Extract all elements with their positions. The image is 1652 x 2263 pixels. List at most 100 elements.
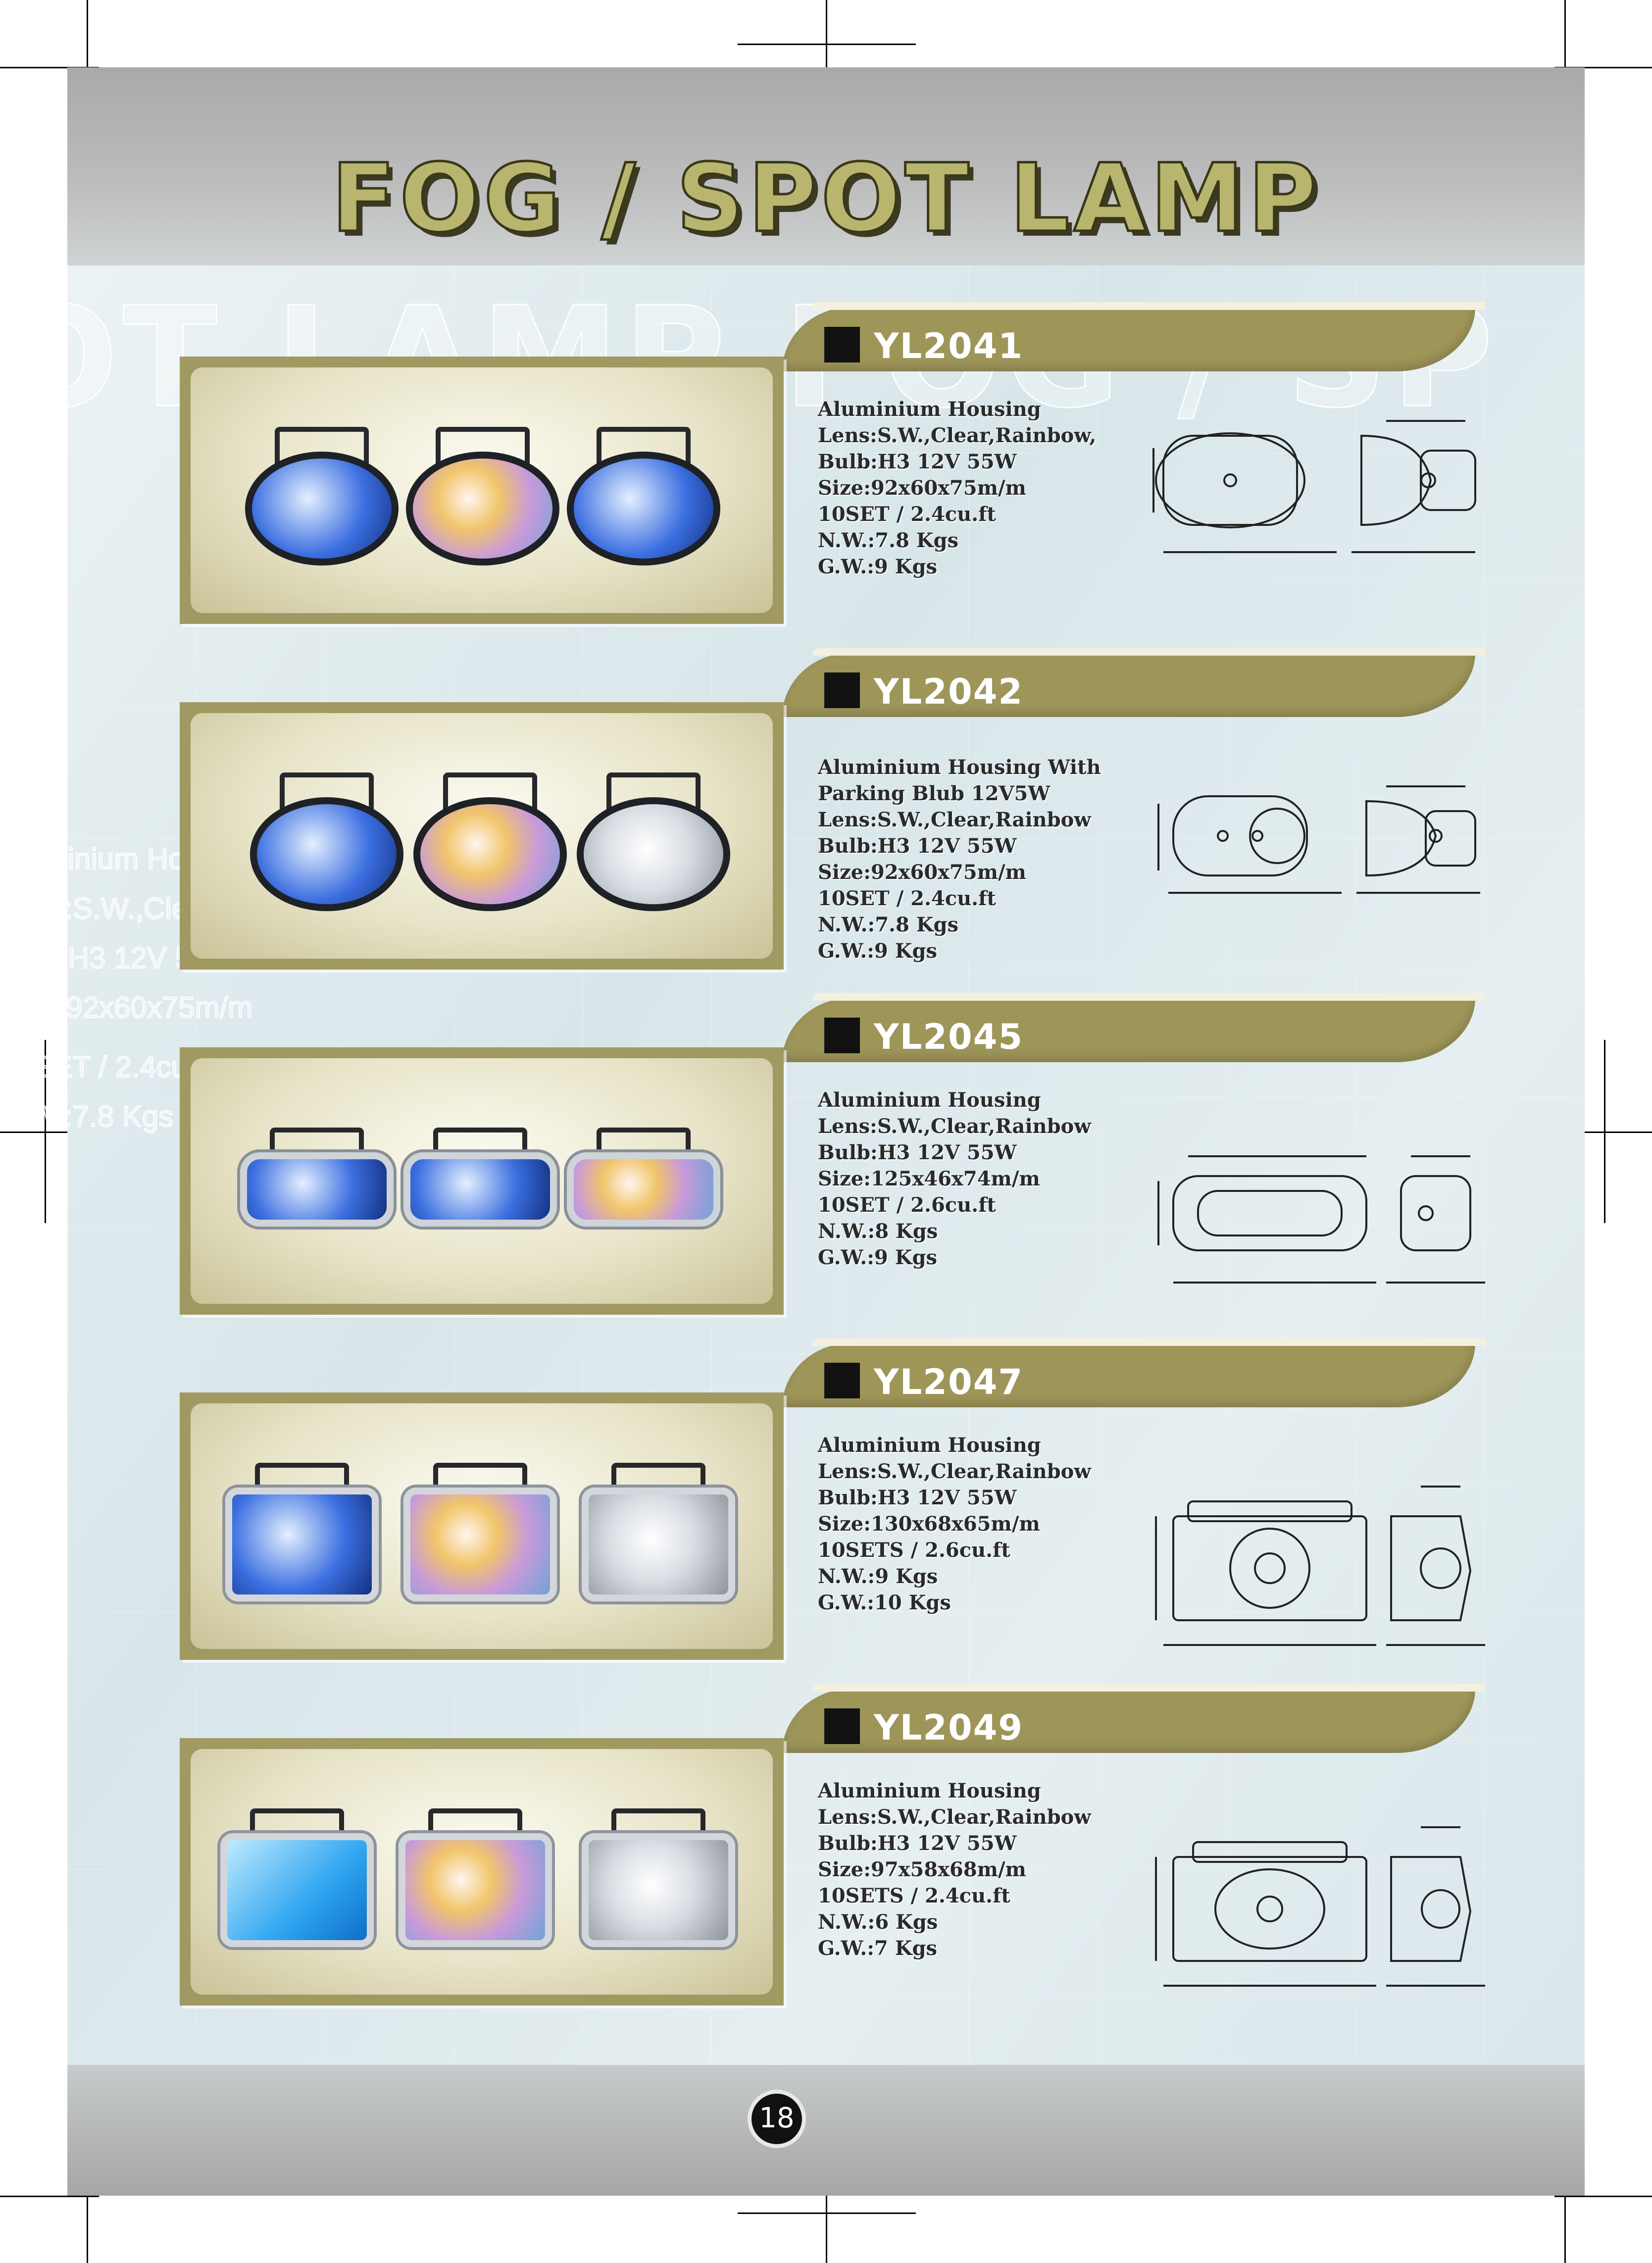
lamp-bracket [280,772,374,812]
lamp-bracket [606,772,701,812]
crop-mark [0,1132,99,1133]
crop-mark [1554,2196,1652,2197]
model-tab [782,1338,1485,1407]
spec-list: Aluminium Housing With Parking Blub 12V5… [818,754,1101,964]
crop-mark [0,67,99,68]
spec-line: Lens:S.W.,Clear,Rainbow [818,1460,1091,1483]
spec-line: Lens:S.W.,Clear,Rainbow [818,1115,1091,1138]
lamp-lens [403,1488,557,1601]
bullet-square-icon [824,1018,860,1053]
product-photo-frame [180,1392,784,1660]
lamp-bracket [255,1463,349,1502]
lamp-bracket [250,1808,344,1848]
crop-mark [738,2212,916,2214]
crop-mark [87,0,88,99]
lamp-lens [245,452,399,566]
model-number: YL2047 [874,1362,1024,1402]
crop-mark [1564,2169,1566,2263]
product-photo-frame [180,357,784,624]
lamp-lens [582,1488,735,1601]
lamp-bracket [270,1128,364,1167]
product-photo [191,1058,773,1304]
lamp-lens [240,1152,394,1227]
product-photo [191,713,773,959]
lamp-lens [220,1833,374,1947]
lamp-lens [406,452,559,566]
spec-line: Lens:S.W.,Clear,Rainbow, [818,424,1097,447]
spec-line: Size:130x68x65m/m [818,1512,1040,1536]
spec-line: G.W.:9 Kgs [818,1246,938,1269]
page-number: 18 [748,2090,806,2148]
background-watermark-line: 10SET / 2.4cu.ft [0,1050,213,1084]
lamp-bracket [443,772,537,812]
bullet-square-icon [824,327,860,362]
lamp-lens [567,1152,720,1227]
spec-line: Size:125x46x74m/m [818,1167,1040,1190]
lamp-lens [399,1833,552,1947]
background-watermark-line: Size:92x60x75m/m [0,990,253,1025]
spec-line: Aluminium Housing [818,1088,1041,1112]
page-title: FOG / SPOT LAMP [330,143,1321,255]
model-number: YL2042 [874,671,1024,712]
bullet-square-icon [824,1708,860,1744]
lamp-bracket [597,1128,691,1167]
lamp-lens [582,1833,735,1947]
lamp-bracket [611,1808,705,1848]
spec-line: Aluminium Housing [818,398,1041,421]
product-section: YL2041 Aluminium Housing Lens:S.W.,Clear… [0,302,1652,649]
lamp-lens [225,1488,379,1601]
spec-list: Aluminium Housing Lens:S.W.,Clear,Rainbo… [818,396,1096,580]
crop-mark [1554,67,1652,68]
bullet-square-icon [824,672,860,708]
model-number: YL2049 [874,1707,1024,1748]
spec-list: Aluminium Housing Lens:S.W.,Clear,Rainbo… [818,1432,1091,1616]
lamp-bracket [275,427,369,466]
spec-line: Bulb:H3 12V 55W [818,450,1017,473]
spec-line: 10SET / 2.4cu.ft [818,887,996,910]
spec-line: Aluminium Housing [818,1779,1041,1802]
spec-line: Lens:S.W.,Clear,Rainbow [818,808,1091,831]
spec-line: Bulb:H3 12V 55W [818,1486,1017,1509]
spec-line: Bulb:H3 12V 55W [818,834,1017,858]
lamp-lens [567,452,720,566]
spec-line: 10SETS / 2.6cu.ft [818,1539,1010,1562]
spec-line: Size:92x60x75m/m [818,476,1026,500]
technical-drawing [1144,1146,1485,1325]
spec-line: Parking Blub 12V5W [818,782,1051,805]
model-tab [782,302,1485,371]
product-photo-frame [180,1047,784,1315]
spec-line: N.W.:9 Kgs [818,1565,938,1588]
model-tab [782,1684,1485,1753]
lamp-bracket [597,427,691,466]
product-photo-frame [180,1738,784,2006]
technical-drawing [1144,781,1485,960]
model-number: YL2041 [874,326,1024,366]
model-number: YL2045 [874,1017,1024,1057]
product-photo [191,1749,773,1995]
spec-list: Aluminium Housing Lens:S.W.,Clear,Rainbo… [818,1778,1091,1961]
crop-mark [0,2196,99,2197]
crop-mark [1564,0,1566,99]
spec-line: Bulb:H3 12V 55W [818,1141,1017,1164]
spec-line: Size:97x58x68m/m [818,1858,1026,1881]
spec-line: N.W.:6 Kgs [818,1910,938,1934]
lamp-bracket [611,1463,705,1502]
spec-line: N.W.:7.8 Kgs [818,529,959,552]
spec-line: 10SET / 2.6cu.ft [818,1193,996,1217]
model-tab [782,993,1485,1062]
product-photo-frame [180,702,784,970]
spec-list: Aluminium Housing Lens:S.W.,Clear,Rainbo… [818,1087,1091,1271]
spec-line: Aluminium Housing [818,1434,1041,1457]
spec-line: N.W.:8 Kgs [818,1220,938,1243]
lamp-lens [403,1152,557,1227]
header-band [67,67,1585,265]
technical-drawing [1144,1822,1485,2001]
lamp-lens [577,797,730,911]
crop-mark [1554,1132,1652,1133]
spec-line: N.W.:7.8 Kgs [818,913,959,936]
spec-line: Lens:S.W.,Clear,Rainbow [818,1805,1091,1829]
spec-line: Size:92x60x75m/m [818,861,1026,884]
lamp-bracket [436,427,530,466]
lamp-bracket [433,1128,527,1167]
spec-line: 10SET / 2.4cu.ft [818,503,996,526]
